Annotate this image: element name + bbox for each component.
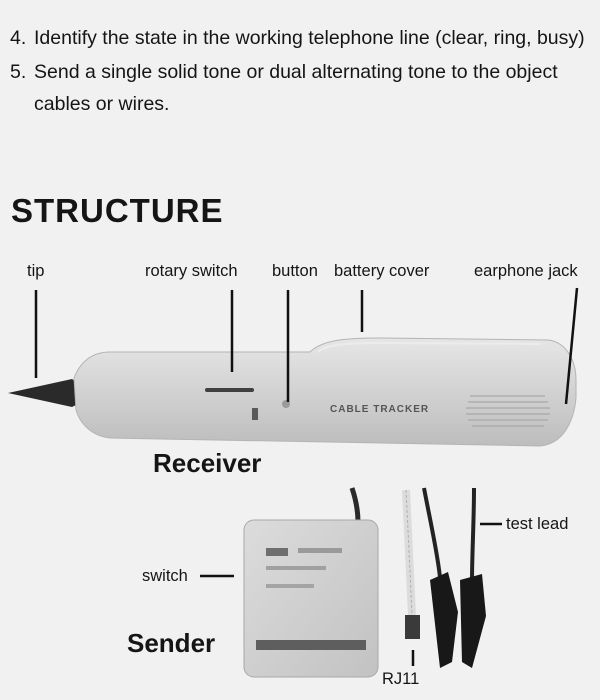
speaker-grille [466, 395, 550, 427]
receiver-title: Receiver [153, 448, 262, 478]
sender-cable [349, 487, 361, 523]
sender-device [243, 487, 379, 678]
label-button: button [272, 262, 318, 280]
label-tip: tip [27, 262, 45, 280]
list-text: Identify the state in the working teleph… [34, 27, 585, 49]
probe-tip [8, 379, 78, 407]
label-battery-cover: battery cover [334, 262, 430, 280]
label-rj11: RJ11 [382, 670, 420, 688]
device-print-text: CABLE TRACKER [330, 404, 429, 415]
section-heading: STRUCTURE [11, 192, 224, 229]
list-item-4: 4. Identify the state in the working tel… [10, 22, 595, 54]
alligator-clip-left [430, 572, 458, 668]
feature-list: 4. Identify the state in the working tel… [10, 22, 595, 120]
receiver-leader-lines [34, 287, 579, 405]
label-earphone-jack: earphone jack [474, 262, 578, 280]
list-number: 4. [10, 27, 27, 49]
sender-body [243, 519, 379, 678]
label-test-lead: test lead [506, 515, 569, 533]
list-number: 5. [10, 61, 27, 83]
receiver-body [73, 337, 577, 447]
sender-switch [266, 548, 288, 556]
list-item-5: 5. Send a single solid tone or dual alte… [10, 56, 595, 120]
rj11-cable [402, 489, 420, 639]
rj11-plug [405, 615, 420, 639]
label-rotary-switch: rotary switch [145, 262, 238, 280]
sender-leader-lines [200, 522, 502, 666]
receiver-device: CABLE TRACKER [8, 337, 577, 447]
button-nub [252, 408, 258, 420]
sender-title: Sender [127, 628, 216, 658]
list-text: Send a single solid tone or dual alterna… [34, 61, 558, 115]
test-lead-clips [422, 487, 486, 668]
label-switch: switch [142, 567, 188, 585]
alligator-clip-right [460, 574, 486, 668]
